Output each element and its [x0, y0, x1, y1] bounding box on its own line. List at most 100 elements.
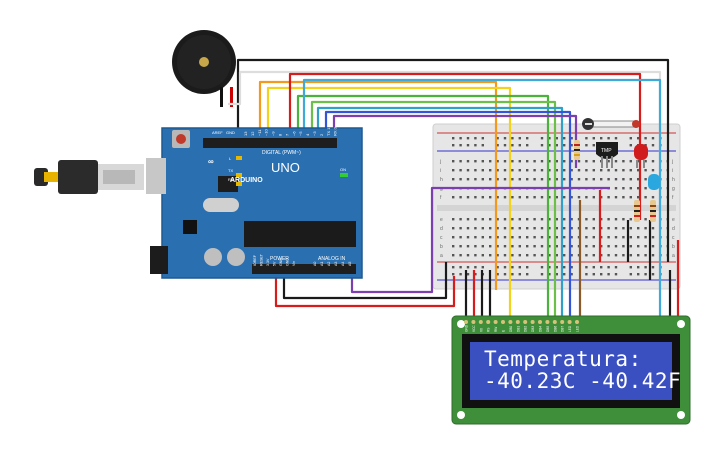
- bb-hole: [489, 178, 492, 181]
- bb-hole: [548, 227, 551, 230]
- pin-label: 5V: [273, 261, 277, 266]
- lcd-pin[interactable]: [493, 320, 498, 324]
- piezo-buzzer[interactable]: [172, 30, 236, 107]
- bb-hole: [489, 169, 492, 172]
- row-label: a: [672, 253, 675, 259]
- bb-hole: [540, 245, 544, 248]
- bb-hole: [526, 160, 529, 163]
- usb-cable[interactable]: [34, 160, 144, 194]
- bb-hole: [518, 137, 521, 140]
- bb-hole: [629, 236, 632, 239]
- lcd-pin-label: DB6: [553, 326, 557, 332]
- bb-hole: [570, 254, 573, 257]
- arduino-uno-board[interactable]: ∞ ARDUINO UNO DIGITAL (PWM~) ANALOG IN P…: [146, 126, 363, 279]
- bb-hole: [511, 227, 514, 230]
- bb-hole: [585, 218, 588, 221]
- bb-hole: [592, 245, 595, 248]
- lcd-pin[interactable]: [552, 320, 557, 324]
- bb-hole: [622, 236, 625, 239]
- bb-hole: [548, 254, 551, 257]
- bb-hole: [459, 178, 462, 181]
- bb-hole: [563, 266, 566, 269]
- bb-hole: [570, 196, 573, 199]
- bb-hole: [629, 178, 632, 181]
- pin-label: IOREF: [253, 254, 257, 266]
- wire-black-gnd[interactable]: [282, 262, 448, 300]
- lcd-pin[interactable]: [523, 320, 528, 324]
- lcd-pin[interactable]: [545, 320, 550, 324]
- bb-hole: [577, 178, 581, 181]
- bb-hole: [511, 196, 514, 199]
- power-label: POWER: [270, 256, 289, 262]
- lcd-pin[interactable]: [464, 320, 468, 324]
- potentiometer-slider[interactable]: [582, 118, 640, 130]
- lcd-pin[interactable]: [508, 320, 513, 324]
- bb-hole: [466, 254, 470, 257]
- bb-hole: [600, 273, 603, 276]
- bb-hole: [570, 160, 573, 163]
- bb-hole: [644, 169, 647, 172]
- bb-hole: [637, 254, 640, 257]
- resistor[interactable]: [634, 200, 640, 222]
- wires[interactable]: [228, 58, 680, 318]
- bb-hole: [548, 218, 551, 221]
- wire-purple-analog[interactable]: [350, 186, 610, 294]
- lcd-pin[interactable]: [567, 320, 572, 324]
- wire-teal[interactable]: [316, 106, 564, 318]
- bb-hole: [548, 273, 551, 276]
- lcd-pin[interactable]: [486, 320, 491, 324]
- row-label: g: [672, 186, 675, 192]
- bb-hole: [555, 196, 558, 199]
- bb-hole: [533, 196, 536, 199]
- wire-cyan[interactable]: [302, 78, 662, 318]
- bb-hole: [570, 144, 573, 147]
- bb-hole: [503, 137, 507, 140]
- lcd-pin[interactable]: [471, 320, 476, 324]
- lcd-pin[interactable]: [478, 320, 483, 324]
- bb-hole: [496, 266, 499, 269]
- bb-hole: [607, 137, 610, 140]
- bb-hole: [540, 178, 544, 181]
- bb-hole: [466, 245, 470, 248]
- wire-blue[interactable]: [324, 110, 572, 318]
- lcd-pin[interactable]: [560, 320, 565, 324]
- wire-yellow[interactable]: [266, 86, 512, 318]
- lcd-pin[interactable]: [538, 320, 542, 324]
- bb-hole: [474, 144, 477, 147]
- bb-hole: [452, 236, 455, 239]
- bb-hole: [518, 218, 521, 221]
- bb-hole: [466, 160, 470, 163]
- bb-hole: [474, 273, 477, 276]
- bb-hole: [607, 227, 610, 230]
- wire-orange[interactable]: [258, 80, 498, 290]
- lcd-pin[interactable]: [515, 320, 520, 324]
- lcd-pin[interactable]: [575, 320, 579, 324]
- pin-label: 7: [284, 133, 289, 136]
- bb-hole: [503, 178, 507, 181]
- resistor[interactable]: [574, 140, 580, 160]
- resistor[interactable]: [650, 200, 656, 222]
- wire-red-5v[interactable]: [274, 270, 456, 308]
- wire-lightgreen[interactable]: [310, 100, 557, 318]
- bb-hole: [496, 273, 499, 276]
- wire-red-top[interactable]: [288, 72, 642, 158]
- bb-hole: [629, 227, 632, 230]
- bb-hole: [459, 273, 462, 276]
- pin-label: 13: [243, 131, 248, 136]
- bb-hole: [622, 254, 625, 257]
- temperature-sensor[interactable]: TMP: [596, 142, 618, 168]
- red-led[interactable]: [634, 144, 648, 168]
- lcd-pin[interactable]: [501, 320, 505, 324]
- row-label: j: [439, 159, 441, 165]
- blue-led[interactable]: [648, 174, 660, 190]
- lcd-pin[interactable]: [530, 320, 535, 324]
- bb-hole: [548, 236, 551, 239]
- row-label: h: [672, 177, 675, 183]
- bb-hole: [459, 227, 462, 230]
- wire-black[interactable]: [236, 58, 670, 262]
- wire-green[interactable]: [296, 94, 550, 318]
- reset-button[interactable]: [176, 134, 186, 144]
- bb-hole: [585, 178, 588, 181]
